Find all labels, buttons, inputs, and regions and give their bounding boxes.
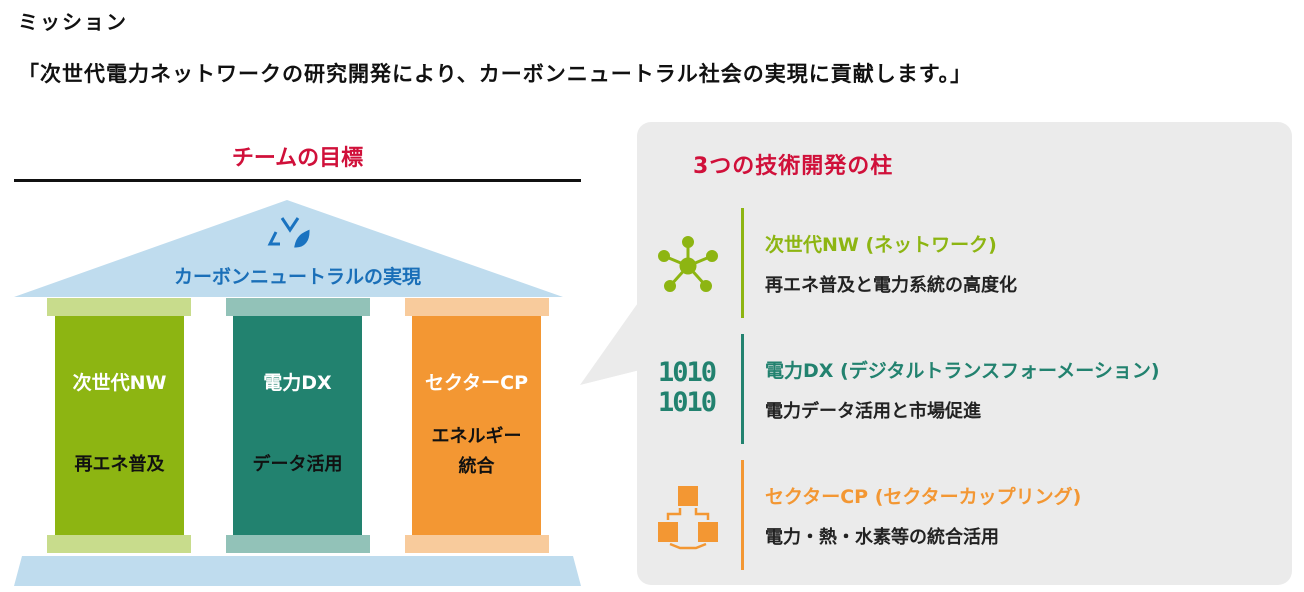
- mission-quote: 「次世代電力ネットワークの研究開発により、カーボンニュートラル社会の実現に貢献し…: [18, 62, 973, 86]
- column-base: [226, 535, 370, 553]
- column-desc-line: 統合: [458, 456, 495, 477]
- temple-base: [14, 556, 581, 586]
- pillar-bar: [741, 208, 744, 318]
- pillar-title: セクターCP (セクターカップリング): [765, 486, 1082, 508]
- column-base: [47, 535, 191, 553]
- pillar-bar: [741, 460, 744, 570]
- mission-label: ミッション: [18, 10, 128, 34]
- network-icon: [658, 236, 718, 292]
- binary-line: 1010: [658, 387, 717, 418]
- pillar-bar: [741, 334, 744, 444]
- pillar-title: 次世代NW (ネットワーク): [765, 234, 997, 256]
- column-cap: [405, 298, 549, 316]
- recycle-leaf-icon: [267, 217, 310, 248]
- column-desc: データ活用: [252, 454, 343, 475]
- column-desc: 再エネ普及: [74, 454, 165, 475]
- column-title: 電力DX: [263, 372, 332, 394]
- column-desc: エネルギー統合: [412, 422, 541, 482]
- pillars-panel: [637, 122, 1292, 585]
- roof-label: カーボンニュートラルの実現: [173, 266, 421, 288]
- pillar-desc: 電力・熱・水素等の統合活用: [765, 527, 999, 548]
- column-cap: [226, 298, 370, 316]
- temple-shapes: [14, 200, 581, 586]
- pillar-desc: 再エネ普及と電力系統の高度化: [765, 275, 1017, 296]
- column-sector-cp: セクターCP エネルギー統合: [412, 316, 541, 535]
- callout-pointer: [580, 300, 640, 385]
- pillar-title: 電力DX (デジタルトランスフォーメーション): [765, 360, 1160, 382]
- column-next-gen-nw: 次世代NW 再エネ普及: [55, 316, 184, 535]
- team-goal-title: チームの目標: [231, 146, 364, 171]
- column-base: [405, 535, 549, 553]
- divider: [14, 179, 581, 182]
- column-title: 次世代NW: [72, 372, 167, 394]
- binary-line: 1010: [658, 357, 717, 388]
- pillar-desc: 電力データ活用と市場促進: [765, 401, 981, 422]
- temple-roof: [14, 200, 563, 297]
- column-title: セクターCP: [424, 372, 529, 394]
- cubes-icon: [658, 486, 718, 550]
- pillars-title: 3つの技術開発の柱: [693, 154, 894, 179]
- column-desc-line: エネルギー: [431, 426, 522, 447]
- column-power-dx: 電力DX データ活用: [233, 316, 362, 535]
- column-cap: [47, 298, 191, 316]
